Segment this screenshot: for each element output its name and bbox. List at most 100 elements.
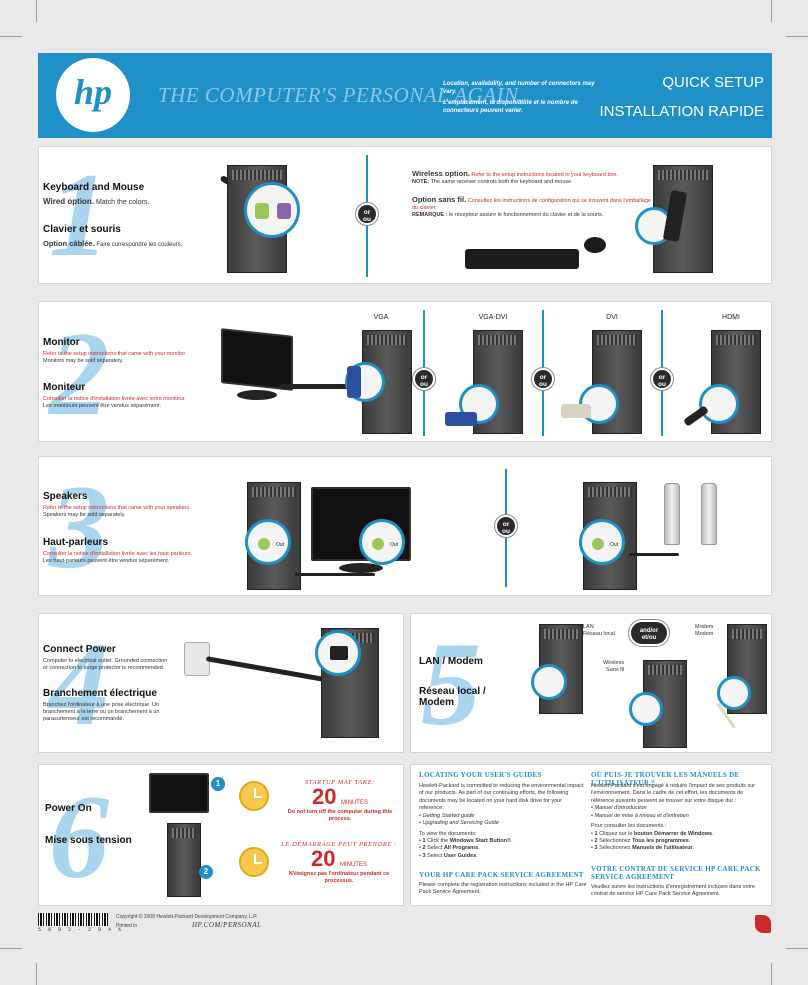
power-note-fr: Branchez l'ordinateur à une prise électr…: [43, 702, 160, 723]
crop-mark: [786, 948, 808, 949]
crop-mark: [771, 0, 772, 22]
copyright: Copyright © 2008 Hewlett-Packard Develop…: [116, 914, 258, 920]
footer-url[interactable]: HP.COM/PERSONAL: [192, 921, 262, 929]
hp-logo: hp: [56, 58, 130, 132]
dvi-plug: [561, 404, 591, 418]
step-title-fr: Branchement électrique: [43, 688, 157, 699]
step-number: 3: [49, 460, 109, 593]
clock-icon: [239, 847, 269, 877]
step-6-panel: 6 Power On Mise sous tension 1 2 STARTUP…: [38, 764, 404, 906]
computer-tower: [167, 823, 201, 897]
step-title: Keyboard and Mouse: [43, 182, 145, 193]
step-badge-1: 1: [211, 777, 225, 791]
step-badge-2: 2: [199, 865, 213, 879]
crop-mark: [0, 948, 22, 949]
crop-mark: [771, 963, 772, 985]
barcode-number: 5 9 9 2 - 2 9 4 %: [38, 927, 124, 933]
crop-mark: [786, 36, 808, 37]
monitor-stand: [339, 563, 383, 573]
monitor: [221, 328, 293, 391]
wireless-option: Wireless option. Refer to the setup inst…: [412, 169, 618, 186]
crop-mark: [0, 36, 22, 37]
vga-dvi-adapter: [445, 412, 477, 426]
monitor-audio-zoom: Out: [359, 519, 405, 565]
quick-setup-title: QUICK SETUP INSTALLATION RAPIDE: [599, 74, 764, 120]
guides-text-fr: Hewlett-Packard s'est engagé à réduire l…: [591, 783, 767, 853]
step-number: 6: [49, 770, 109, 903]
wireless-keyboard: [465, 249, 579, 269]
step-title: Power On: [45, 803, 92, 814]
vga-dvi-port-zoom: [459, 384, 499, 424]
guides-text-en: Hewlett-Packard is committed to reducing…: [419, 783, 587, 860]
speaker-right: [701, 483, 717, 545]
audio-out-zoom: Out: [245, 519, 291, 565]
step-title: Connect Power: [43, 644, 116, 655]
step-title: Speakers: [43, 491, 88, 502]
out-label: Out: [276, 542, 285, 548]
step-title: Monitor: [43, 337, 80, 348]
availability-note: Location, availability, and number of co…: [443, 81, 595, 114]
step-number: 4: [49, 617, 109, 750]
step-title-fr: Réseau local / Modem: [419, 686, 486, 708]
wall-outlet: [184, 642, 210, 676]
care-pack-heading-fr: VOTRE CONTRAT DE SERVICE HP CARE PACK SE…: [591, 865, 761, 881]
power-port: [330, 646, 348, 660]
startup-time-en: STARTUP MAY TAKE: 20 MINUTES Do not turn…: [287, 779, 393, 823]
step-title-fr: Haut-parleurs: [43, 537, 109, 548]
ps2-mouse-plug: [277, 203, 291, 219]
audio-jack: [592, 538, 604, 550]
lan-port-zoom: [531, 664, 567, 700]
wired-option-fr: Option câblée. Faire correspondre les co…: [43, 239, 183, 248]
wireless-mouse: [584, 237, 606, 253]
ps2-keyboard-plug: [255, 203, 269, 219]
printed-in: Printed in: [116, 923, 138, 929]
tagline: THE COMPUTER'S PERSONAL AGAIN.: [158, 83, 525, 107]
hdmi-port-zoom: [699, 384, 739, 424]
wireless-option-fr: Option sans fil. Consultez les instructi…: [412, 195, 651, 219]
step-4-panel: 4 Connect Power Computer to electrical o…: [38, 613, 404, 753]
speakers-note-fr: Consulter la notice d'installation livré…: [43, 551, 193, 565]
out-label: Out: [610, 542, 619, 548]
step-3-panel: 3 Speakers Refer to the setup instructio…: [38, 456, 772, 596]
speaker-cable: [629, 553, 679, 556]
step-title: LAN / Modem: [419, 656, 483, 667]
speaker-left: [664, 483, 680, 545]
audio-jack: [372, 538, 384, 550]
vga-plug: [347, 366, 361, 398]
monitor: [149, 773, 209, 813]
column-label-dvi: DVI: [606, 314, 618, 321]
clock-icon: [239, 781, 269, 811]
monitor-note-fr: Consulter la notice d'installation livré…: [43, 396, 186, 410]
care-pack-text-en: Please complete the registration instruc…: [419, 882, 587, 896]
care-pack-text-fr: Veuillez suivre les instructions d'enreg…: [591, 884, 755, 898]
power-port-zoom: [315, 630, 361, 676]
header-banner: hp THE COMPUTER'S PERSONAL AGAIN. Locati…: [38, 53, 772, 138]
out-label: Out: [390, 542, 399, 548]
startup-time-fr: LE DÉMARRAGE PEUT PRENDRE : 20 MINUTES N…: [280, 841, 398, 885]
step-2-panel: 2 Monitor Refer to the setup instruction…: [38, 301, 772, 442]
audio-jack: [258, 538, 270, 550]
monitor-note: Refer to the setup instructions that cam…: [43, 351, 187, 365]
user-guides-panel: LOCATING YOUR USER'S GUIDES Hewlett-Pack…: [410, 764, 772, 906]
barcode: [38, 913, 108, 926]
page-corner-mark: [755, 915, 771, 933]
power-note: Computer to electrical outlet. Grounded …: [43, 658, 168, 672]
wired-option: Wired option. Match the colors.: [43, 197, 150, 206]
crop-mark: [36, 963, 37, 985]
column-label-hdmi: HDMI: [722, 314, 740, 321]
step-title-fr: Clavier et souris: [43, 224, 121, 235]
step-1-panel: 1 Keyboard and Mouse Wired option. Match…: [38, 146, 772, 284]
ps2-port-zoom: [244, 182, 300, 238]
crop-mark: [36, 0, 37, 22]
speakers-note: Refer to the setup instructions that cam…: [43, 505, 191, 519]
modem-port-zoom: [717, 676, 751, 710]
step-number: 2: [49, 307, 109, 440]
monitor-stand: [237, 390, 277, 400]
